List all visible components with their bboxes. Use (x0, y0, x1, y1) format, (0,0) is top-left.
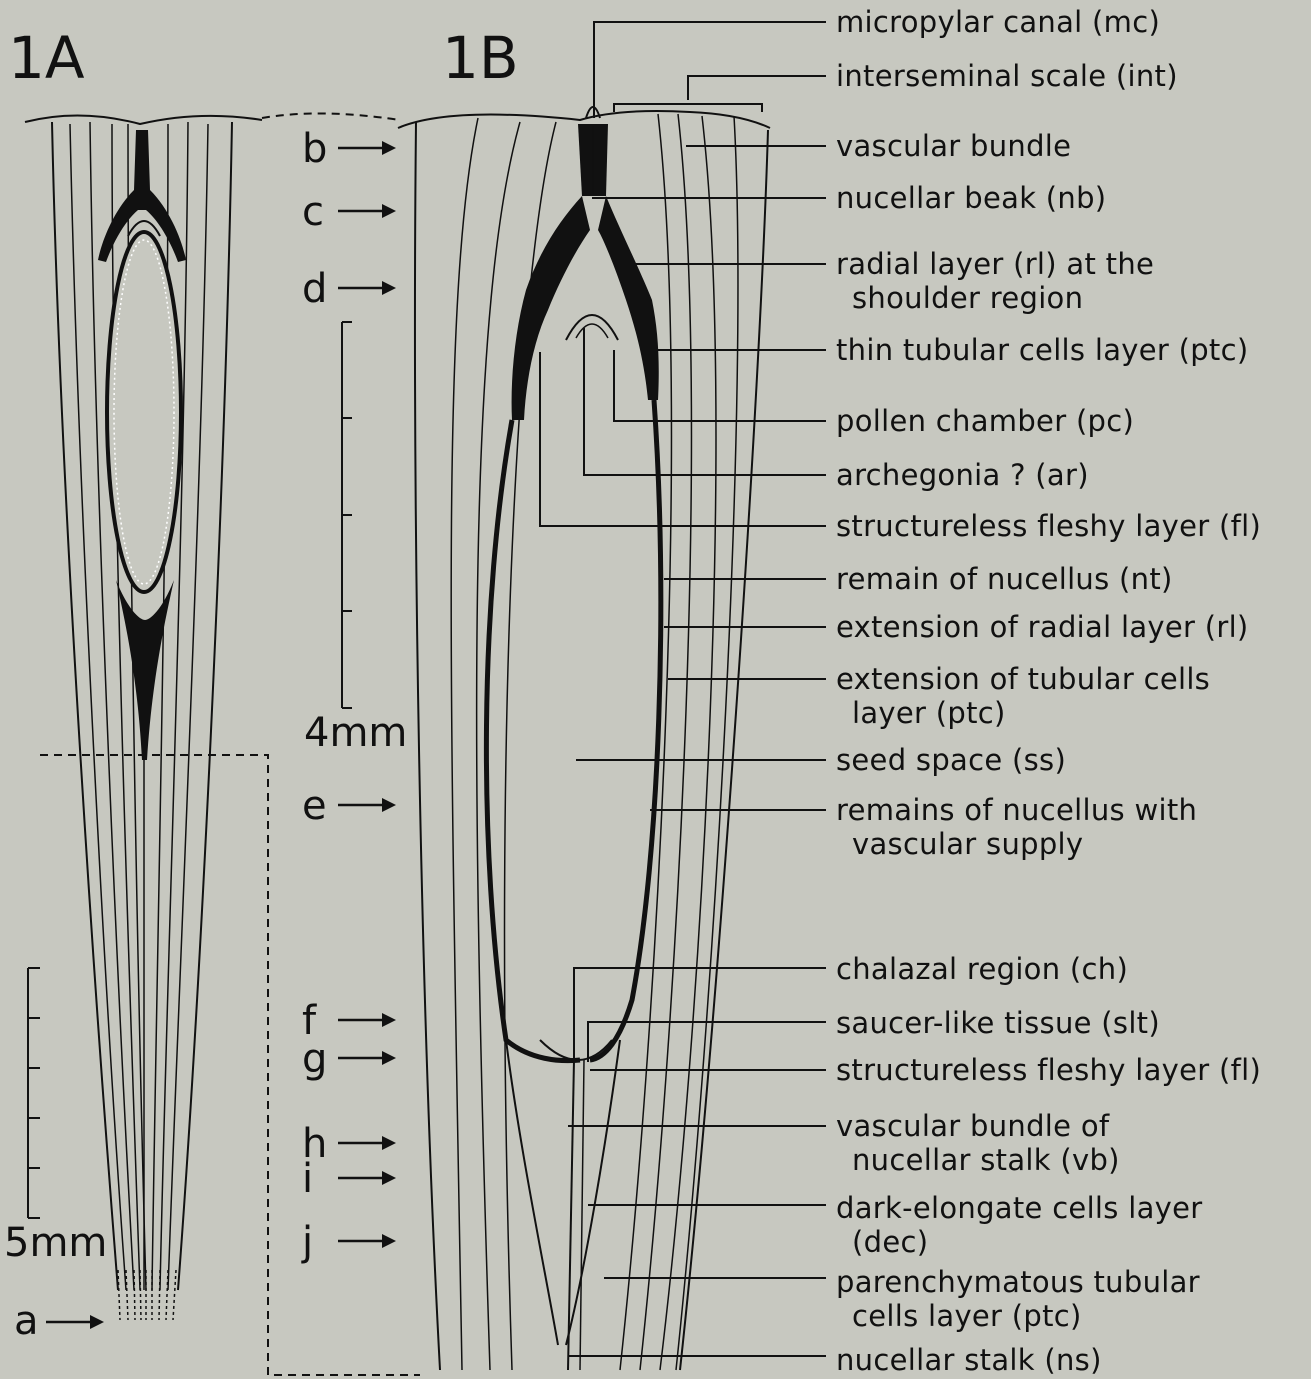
annotation-text: radial layer (rl) at the (836, 247, 1154, 281)
annotation-text: structureless fleshy layer (fl) (836, 509, 1261, 543)
annotation: remain of nucellus (nt) (664, 562, 1173, 596)
arrow-head-icon (382, 1051, 396, 1065)
scale-label-1b: 4mm (304, 710, 407, 756)
annotation: nucellar beak (nb) (592, 181, 1106, 215)
annotation: thin tubular cells layer (ptc) (650, 333, 1248, 367)
annotation: dark-elongate cells layer(dec) (588, 1191, 1202, 1259)
annotation-text: remains of nucellus with (836, 793, 1197, 827)
arrow-head-icon (382, 1234, 396, 1248)
arrow-head-icon (382, 1136, 396, 1150)
panel-1b-label: 1B (442, 24, 519, 92)
section-marker-d: d (302, 266, 396, 312)
annotation-text: pollen chamber (pc) (836, 404, 1134, 438)
annotation-text: nucellar stalk (vb) (852, 1143, 1120, 1177)
annotation-text: (dec) (852, 1225, 928, 1259)
annotation-text: cells layer (ptc) (852, 1299, 1082, 1333)
marker-a-label: a (14, 1298, 39, 1344)
marker-e-label: e (302, 783, 327, 829)
annotation-text: nucellar beak (nb) (836, 181, 1106, 215)
marker-g-label: g (302, 1036, 327, 1082)
section-marker-c: c (302, 189, 396, 235)
section-marker-g: g (302, 1036, 396, 1082)
leader-line (614, 76, 826, 112)
annotation-text: structureless fleshy layer (fl) (836, 1053, 1261, 1087)
panel-1a-label: 1A (8, 24, 85, 92)
scale-bar-1b: 4mm (304, 322, 407, 756)
annotation-text: dark-elongate cells layer (836, 1191, 1202, 1225)
annotation-text: layer (ptc) (852, 696, 1006, 730)
marker-d-label: d (302, 266, 327, 312)
annotation-text: extension of radial layer (rl) (836, 610, 1249, 644)
marker-i-label: i (302, 1156, 313, 1202)
annotation-text: shoulder region (852, 281, 1083, 315)
annotation-text: chalazal region (ch) (836, 952, 1128, 986)
annotation-labels: micropylar canal (mc) interseminal scale … (540, 5, 1261, 1377)
arrow-head-icon (382, 141, 396, 155)
leader-line (540, 352, 826, 526)
annotation: vascular bundle (686, 129, 1071, 163)
arrow-head-icon (382, 1171, 396, 1185)
section-marker-j: j (301, 1219, 396, 1265)
section-marker-h: h (302, 1121, 396, 1167)
annotation: extension of radial layer (rl) (664, 610, 1249, 644)
section-marker-b: b (302, 126, 396, 172)
annotation-text: micropylar canal (mc) (836, 5, 1160, 39)
annotation-text: nucellar stalk (ns) (836, 1343, 1102, 1377)
annotation: chalazal region (ch) (574, 952, 1128, 1058)
section-marker-e: e (302, 783, 396, 829)
annotation: interseminal scale (int) (614, 59, 1178, 112)
annotation: seed space (ss) (576, 743, 1066, 777)
marker-c-label: c (302, 189, 324, 235)
annotation-text: saucer-like tissue (slt) (836, 1006, 1160, 1040)
arrow-head-icon (382, 204, 396, 218)
annotation-text: vascular supply (852, 827, 1083, 861)
arrow-head-icon (382, 1013, 396, 1027)
arrow-head-icon (382, 798, 396, 812)
annotation-text: thin tubular cells layer (ptc) (836, 333, 1248, 367)
annotation-text: parenchymatous tubular (836, 1265, 1200, 1299)
marker-j-label: j (301, 1219, 313, 1265)
arrow-head-icon (382, 281, 396, 295)
annotation-text: interseminal scale (int) (836, 59, 1178, 93)
annotation-text: extension of tubular cells (836, 662, 1210, 696)
scale-bar-1a: 5mm (4, 968, 107, 1266)
annotation-text: archegonia ? (ar) (836, 458, 1089, 492)
section-marker-a: a (14, 1298, 104, 1344)
panel-1b-drawing (398, 107, 770, 1370)
annotation-text: seed space (ss) (836, 743, 1066, 777)
annotation-text: vascular bundle (836, 129, 1071, 163)
scale-label-1a: 5mm (4, 1220, 107, 1266)
annotation-text: vascular bundle of (836, 1109, 1110, 1143)
marker-b-label: b (302, 126, 327, 172)
annotation: nucellar stalk (ns) (568, 1343, 1102, 1377)
annotation-text: remain of nucellus (nt) (836, 562, 1173, 596)
